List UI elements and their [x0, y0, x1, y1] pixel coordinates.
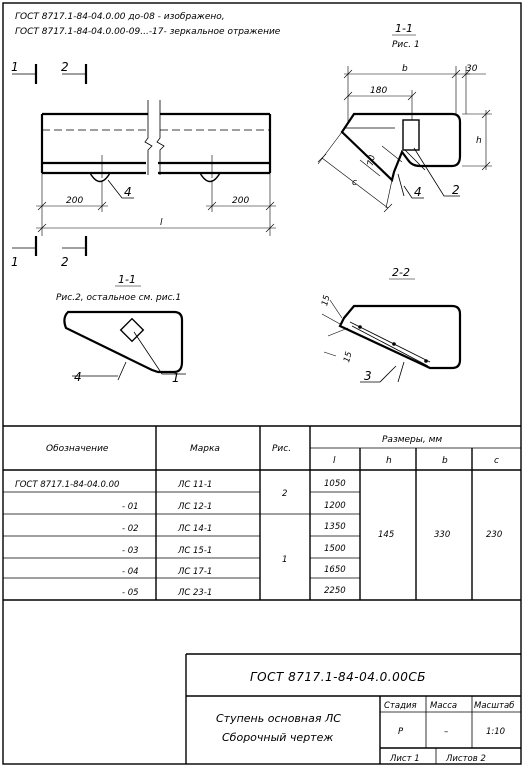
row-5-l: 2250: [324, 586, 346, 596]
row-4-designation: - 04: [122, 567, 139, 577]
row-4-mark: ЛС 17-1: [177, 567, 212, 577]
spec-table: Обозначение Марка Рис. Размеры, мм l h b…: [3, 425, 521, 601]
shared-h: 145: [378, 530, 394, 540]
row-3-mark: ЛС 15-1: [177, 546, 212, 556]
top-dim-length: l: [160, 218, 163, 228]
top-dim-left: 200: [66, 196, 83, 206]
fig1-dim-b: b: [402, 64, 408, 74]
section-22-title: 2-2: [392, 266, 410, 279]
row-1-mark: ЛС 12-1: [177, 502, 212, 512]
row-2-designation: - 02: [122, 524, 139, 534]
fig1-callout-4: 4: [414, 185, 422, 199]
header-c: c: [494, 456, 499, 466]
scale-value: 1:10: [486, 727, 505, 737]
sheet-label: Лист 1: [389, 754, 420, 764]
header-mark: Марка: [190, 444, 220, 454]
title-block-name-line2: Сборочный чертеж: [222, 731, 333, 744]
row-0-l: 1050: [324, 479, 346, 489]
cut-1-top-label: 1: [11, 60, 19, 74]
row-3-l: 1500: [324, 544, 346, 554]
note-line-1: ГОСТ 8717.1-84-04.0.00 до-08 - изображен…: [15, 12, 225, 22]
row-3-designation: - 03: [122, 546, 139, 556]
cut-1-bottom-label: 1: [11, 255, 19, 269]
top-dim-right: 200: [232, 196, 249, 206]
row-5-mark: ЛС 23-1: [177, 588, 212, 598]
header-b: b: [442, 456, 448, 466]
top-view: 1 2 4: [11, 60, 276, 269]
header-l: l: [333, 456, 336, 466]
row-5-designation: - 05: [122, 588, 139, 598]
section-fig2-caption: Рис.2, остальное см. рис.1: [56, 293, 181, 303]
note-line-2: ГОСТ 8717.1-84-04.0.00-09...-17- зеркаль…: [15, 27, 281, 37]
fig-group-2: 1: [282, 555, 287, 565]
row-1-designation: - 01: [122, 502, 139, 512]
fig1-dim-h: h: [476, 136, 482, 146]
section22-dim-15b: 15: [342, 351, 354, 364]
fig1-dim-180: 180: [370, 86, 387, 96]
title-block-code: ГОСТ 8717.1-84-04.0.00СБ: [250, 670, 426, 684]
fig1-dim-70: 70: [366, 154, 378, 166]
section-2-2: 2-2 15 15 3: [320, 266, 462, 383]
scale-label: Масштаб: [474, 701, 514, 711]
section-1-1-fig1: 1-1 Рис. 1 b 30 180 h c: [317, 22, 492, 213]
section22-callout-3: 3: [364, 369, 372, 383]
fig1-callout-2: 2: [452, 183, 460, 197]
row-2-mark: ЛС 14-1: [177, 524, 212, 534]
mass-value: –: [444, 727, 448, 737]
row-4-l: 1650: [324, 565, 346, 575]
row-0-mark: ЛС 11-1: [177, 480, 212, 490]
header-fig: Рис.: [272, 444, 291, 454]
cut-2-top-label: 2: [61, 60, 69, 74]
shared-b: 330: [434, 530, 450, 540]
mass-label: Масса: [430, 701, 457, 711]
fig1-dim-c: c: [352, 178, 357, 188]
stage-value: Р: [398, 727, 404, 737]
header-h: h: [386, 456, 392, 466]
cut-2-bottom-label: 2: [61, 255, 69, 269]
sheets-label: Листов 2: [445, 754, 486, 764]
top-callout-4: 4: [124, 185, 132, 199]
header-sizes: Размеры, мм: [382, 435, 442, 445]
title-block-name-line1: Ступень основная ЛС: [216, 712, 341, 725]
row-1-l: 1200: [324, 501, 346, 511]
shared-c: 230: [486, 530, 502, 540]
section-1-1-fig2: 1-1 Рис.2, остальное см. рис.1 1 4: [56, 273, 186, 385]
section-fig1-caption: Рис. 1: [392, 40, 420, 50]
section-fig2-title: 1-1: [118, 273, 136, 286]
fig2-callout-4: 4: [74, 370, 82, 384]
row-2-l: 1350: [324, 522, 346, 532]
fig-group-1: 2: [282, 489, 287, 499]
fig1-dim-30: 30: [466, 64, 478, 74]
section-fig1-title: 1-1: [395, 22, 413, 35]
fig2-callout-1: 1: [172, 371, 180, 385]
row-0-designation: ГОСТ 8717.1-84-04.0.00: [15, 480, 119, 490]
header-designation: Обозначение: [46, 444, 109, 454]
title-block: ГОСТ 8717.1-84-04.0.00СБ Ступень основна…: [185, 653, 521, 764]
section22-dim-15a: 15: [320, 294, 332, 307]
stage-label: Стадия: [384, 701, 417, 711]
